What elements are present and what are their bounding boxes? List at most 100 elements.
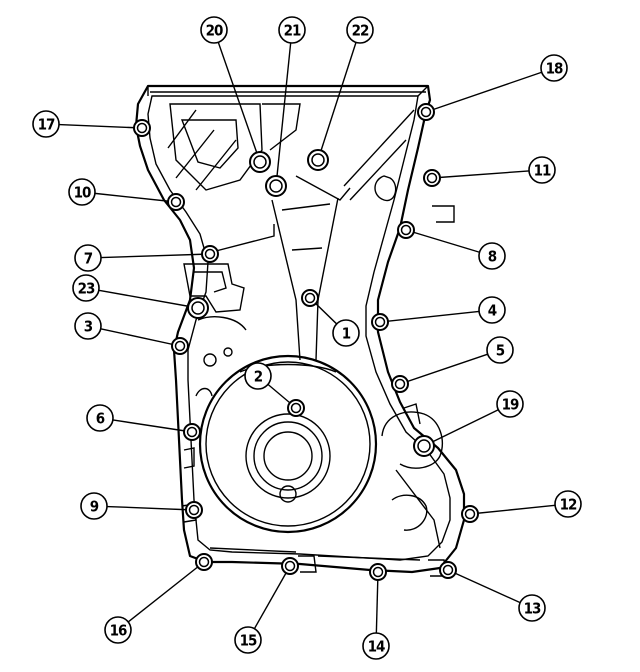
leader-line-7 xyxy=(100,253,211,259)
leader-line-21 xyxy=(275,42,292,187)
leader-line-13 xyxy=(447,569,521,604)
bolt-washer xyxy=(204,248,216,260)
upper-web-rib-4 xyxy=(262,103,301,151)
callout-circle xyxy=(234,626,262,654)
callout-number: 12 xyxy=(560,496,577,514)
callout-number: 22 xyxy=(352,22,369,40)
leader-line-17 xyxy=(58,123,143,129)
bolt-6 xyxy=(183,423,201,441)
bolt-head xyxy=(423,169,441,187)
top-rim xyxy=(147,85,429,97)
callout-number: 19 xyxy=(502,396,519,414)
callout-badge-6: 6 xyxy=(86,404,114,432)
callout-badge-9: 9 xyxy=(80,492,108,520)
callout-badge-2: 2 xyxy=(244,362,272,390)
bolt-10 xyxy=(167,193,185,211)
callout-number: 11 xyxy=(534,162,551,180)
callout-circle xyxy=(496,390,524,418)
leader-line-8 xyxy=(405,229,480,253)
bolt-washer xyxy=(426,172,438,184)
callout-circle xyxy=(74,312,102,340)
callout-number: 10 xyxy=(74,184,91,202)
callout-circle xyxy=(540,54,568,82)
bolt-washer xyxy=(170,196,182,208)
bolt-washer xyxy=(417,439,431,453)
crank-seal-inner xyxy=(253,421,323,491)
bolt-head xyxy=(133,119,151,137)
bolt-washer xyxy=(311,153,325,167)
left-edge-detail xyxy=(183,447,195,469)
callout-number: 21 xyxy=(284,22,301,40)
bottom-ledge xyxy=(209,547,421,561)
leader-line-22 xyxy=(317,42,357,161)
right-boss-outline xyxy=(374,175,397,202)
callout-circle xyxy=(32,110,60,138)
bolt-washer xyxy=(442,564,454,576)
bolt-head xyxy=(171,337,189,355)
left-bracket-inner xyxy=(194,271,227,293)
callout-number: 14 xyxy=(368,638,385,656)
bolt-4 xyxy=(371,313,389,331)
callout-badge-4: 4 xyxy=(478,296,506,324)
callout-badge-18: 18 xyxy=(540,54,568,82)
bolt-head xyxy=(461,505,479,523)
leader-line-5 xyxy=(399,353,488,385)
callout-circle xyxy=(278,16,306,44)
bolt-head xyxy=(287,399,305,417)
upper-web-rib-2 xyxy=(180,119,239,169)
bolt-head xyxy=(369,563,387,581)
callout-badge-15: 15 xyxy=(234,626,262,654)
bolt-washer xyxy=(191,301,205,315)
bolt-8 xyxy=(397,221,415,239)
center-rib-cross xyxy=(281,203,331,251)
diagonal-rib-3 xyxy=(349,139,407,201)
diagonal-rib-1 xyxy=(211,224,275,253)
leader-line-9 xyxy=(106,505,195,511)
callout-number: 15 xyxy=(240,632,257,650)
leader-line-23 xyxy=(98,289,199,309)
callout-circle xyxy=(486,336,514,364)
callout-badge-3: 3 xyxy=(74,312,102,340)
callout-number: 23 xyxy=(78,280,95,298)
callout-circle xyxy=(332,319,360,347)
callout-number: 17 xyxy=(38,116,55,134)
cover-outline xyxy=(134,84,466,574)
bolts xyxy=(133,103,479,581)
bolt-20 xyxy=(249,151,271,173)
left-bracket xyxy=(183,263,245,313)
cover-flange xyxy=(147,95,451,561)
bolt-15 xyxy=(281,557,299,575)
bolt-head xyxy=(195,553,213,571)
callout-number: 13 xyxy=(524,600,541,618)
bolt-19 xyxy=(413,435,435,457)
bolt-washer xyxy=(372,566,384,578)
bolt-head xyxy=(371,313,389,331)
bolt-washer xyxy=(269,179,283,193)
bolt-washer xyxy=(198,556,210,568)
callout-circle xyxy=(518,594,546,622)
callout-circle xyxy=(528,156,556,184)
leader-line-19 xyxy=(423,409,499,447)
callout-number: 3 xyxy=(84,318,93,336)
bolt-23 xyxy=(187,297,209,319)
bolt-washer xyxy=(290,402,302,414)
crank-opening-ring xyxy=(205,361,371,527)
callout-circle xyxy=(104,616,132,644)
callout-circle xyxy=(362,632,390,660)
callout-circle xyxy=(554,490,582,518)
callout-number: 8 xyxy=(488,248,497,266)
left-port-2 xyxy=(223,347,233,357)
right-bracket xyxy=(432,205,455,223)
left-mount-arc xyxy=(197,316,247,331)
callout-circle xyxy=(80,492,108,520)
diagonal-rib-4 xyxy=(295,175,351,201)
bolt-7 xyxy=(201,245,219,263)
callout-circle xyxy=(72,274,100,302)
bolt-head xyxy=(307,149,329,171)
bolt-head xyxy=(187,297,209,319)
diagonal-rib-2 xyxy=(343,109,415,187)
leader-lines xyxy=(58,42,556,634)
bolt-washer xyxy=(253,155,267,169)
bolt-head xyxy=(413,435,435,457)
left-port-1 xyxy=(203,353,217,367)
